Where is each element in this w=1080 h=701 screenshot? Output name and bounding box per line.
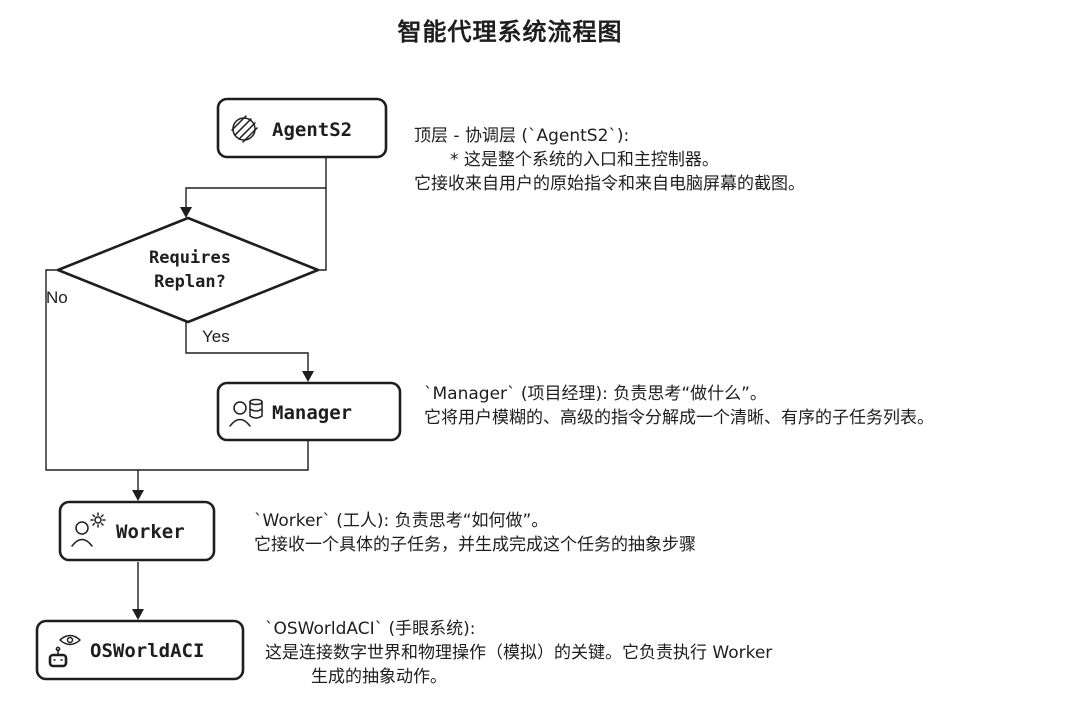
- node-manager: Manager: [216, 381, 402, 442]
- note-osworldaci-line1: `OSWorldACI` (手眼系统):: [265, 619, 476, 639]
- page-title: 智能代理系统流程图: [397, 18, 623, 46]
- edge-label-no: No: [46, 288, 68, 307]
- decision-label-line1: Requires: [149, 248, 231, 268]
- node-decision: Requires Replan?: [56, 216, 320, 324]
- note-manager: `Manager` (项目经理): 负责思考“做什么”。 它将用户模糊的、高级的…: [424, 382, 934, 430]
- arrowhead-manager: [302, 371, 314, 382]
- node-agents2-label: AgentS2: [272, 119, 352, 141]
- edge-no-to-worker: [45, 269, 139, 492]
- decision-label-line2: Replan?: [154, 272, 226, 292]
- note-agents2-line2: * 这是整个系统的入口和主控制器。: [450, 150, 719, 170]
- note-manager-line2: 它将用户模糊的、高级的指令分解成一个清晰、有序的子任务列表。: [424, 408, 934, 428]
- edge-agents2-to-decision: [185, 158, 327, 210]
- person-with-gear-icon: [71, 512, 106, 547]
- stacked-layers-icon: [231, 115, 258, 143]
- node-worker: Worker: [58, 500, 216, 562]
- node-osworldaci-label: OSWorldACI: [90, 640, 204, 662]
- arrowhead-worker: [132, 490, 144, 501]
- note-osworldaci: `OSWorldACI` (手眼系统): 这是连接数字世界和物理操作（模拟）的关…: [265, 617, 772, 689]
- edge-label-yes: Yes: [202, 327, 230, 346]
- robot-with-eye-icon: [48, 634, 81, 668]
- edges: [45, 158, 327, 620]
- arrowhead-decision: [180, 207, 192, 218]
- node-worker-label: Worker: [116, 521, 185, 543]
- edge-manager-to-worker: [138, 441, 309, 471]
- note-agents2-line3: 它接收来自用户的原始指令和来自电脑屏幕的截图。: [414, 174, 805, 194]
- note-osworldaci-line3: 生成的抽象动作。: [311, 667, 447, 687]
- note-worker: `Worker` (工人): 负责思考“如何做”。 它接收一个具体的子任务，并生…: [254, 509, 696, 557]
- edge-decision-right-loop: [318, 188, 327, 271]
- note-manager-line1: `Manager` (项目经理): 负责思考“做什么”。: [424, 384, 767, 404]
- node-agents2: AgentS2: [216, 97, 388, 159]
- arrowhead-osworldaci: [132, 609, 144, 620]
- note-agents2: 顶层 - 协调层 (`AgentS2`): * 这是整个系统的入口和主控制器。 …: [414, 124, 805, 196]
- edge-yes-to-manager: [185, 322, 309, 374]
- note-osworldaci-line2: 这是连接数字世界和物理操作（模拟）的关键。它负责执行 Worker: [265, 643, 773, 663]
- node-manager-label: Manager: [272, 402, 352, 424]
- note-agents2-line1: 顶层 - 协调层 (`AgentS2`):: [414, 126, 630, 146]
- note-worker-line2: 它接收一个具体的子任务，并生成完成这个任务的抽象步骤: [254, 535, 696, 555]
- node-osworldaci: OSWorldACI: [35, 619, 245, 681]
- note-worker-line1: `Worker` (工人): 负责思考“如何做”。: [254, 511, 549, 531]
- person-with-database-icon: [229, 398, 263, 427]
